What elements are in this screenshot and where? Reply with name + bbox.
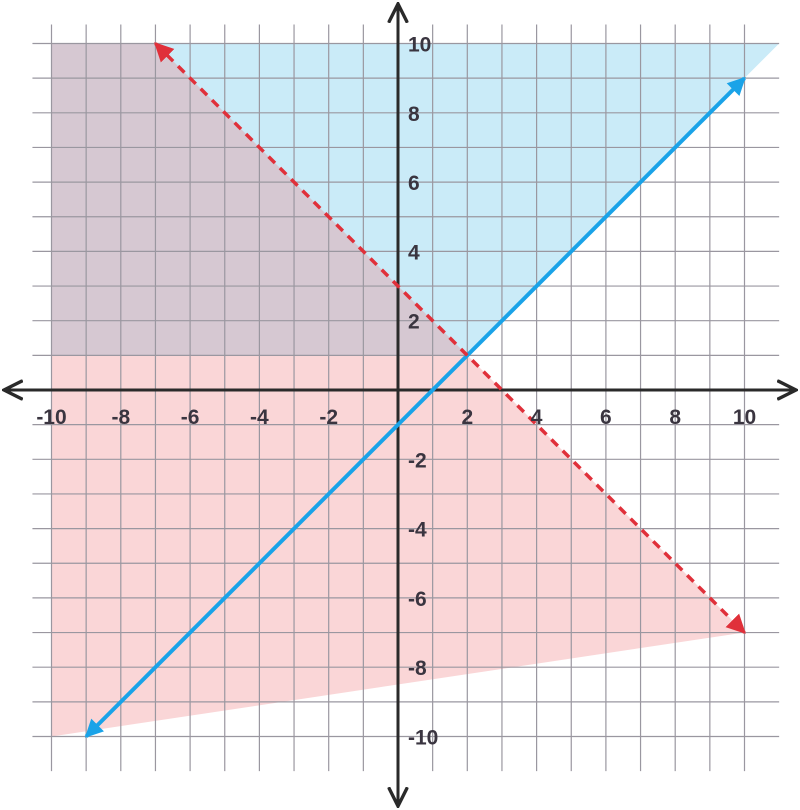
- x-tick-label: 6: [600, 406, 612, 429]
- y-tick-label: -2: [408, 449, 427, 472]
- y-tick-label: -6: [408, 588, 427, 611]
- x-tick-label: 8: [669, 406, 681, 429]
- x-tick-label: -10: [36, 406, 66, 429]
- x-tick-label: 4: [531, 406, 543, 429]
- y-tick-label: -8: [408, 657, 427, 680]
- x-tick-label: 10: [733, 406, 756, 429]
- y-tick-label: -10: [408, 727, 438, 750]
- x-tick-label: -8: [111, 406, 130, 429]
- lines: [84, 42, 746, 738]
- y-tick-label: 8: [408, 103, 420, 126]
- y-tick-label: 6: [408, 172, 420, 195]
- y-tick-label: 4: [408, 241, 420, 264]
- y-tick-label: 10: [408, 34, 431, 57]
- tick-labels: -10 -8 -6 -4 -2 2 4 6 8 10 10 8 6 4 2 -2 -4 -6 -8 -10: [36, 34, 756, 750]
- y-tick-label: -4: [408, 519, 427, 542]
- x-tick-label: 2: [461, 406, 473, 429]
- y-tick-label: 2: [408, 311, 420, 334]
- x-tick-label: -6: [181, 406, 200, 429]
- dashed-boundary-line: [154, 42, 746, 634]
- x-tick-label: -2: [319, 406, 338, 429]
- x-tick-label: -4: [250, 406, 269, 429]
